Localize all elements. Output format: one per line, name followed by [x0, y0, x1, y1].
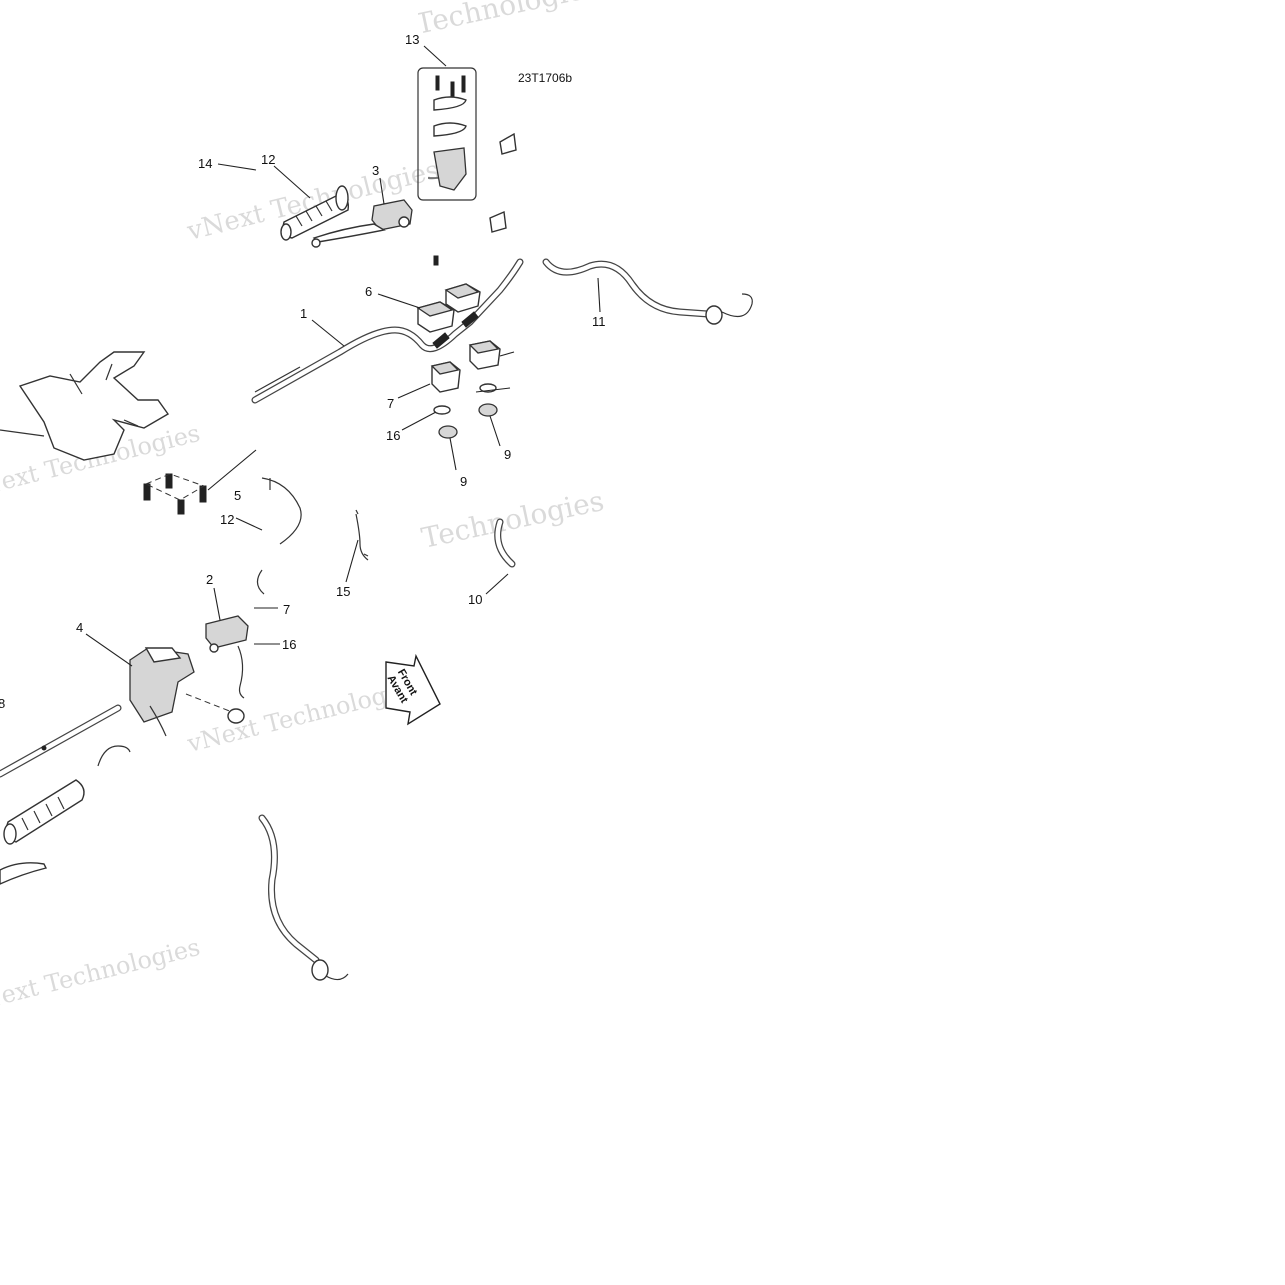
- callout-10: 10: [468, 592, 482, 607]
- lever-assembly-part-2: [205, 615, 249, 699]
- knurled-section-left: [432, 311, 479, 349]
- callout-2: 2: [206, 572, 213, 587]
- watermarks: Technologies vNext Technologies vNext Te…: [0, 0, 607, 1018]
- callout-1: 1: [300, 306, 307, 321]
- callout-7: 7: [387, 396, 394, 411]
- handlebar-lower-tube: [0, 704, 131, 778]
- leader-lines: [85, 45, 601, 667]
- riser-part-7: [430, 340, 501, 393]
- mount-bracket: [0, 351, 170, 461]
- callout-5: 5: [234, 488, 241, 503]
- grip-ribs-lower: [21, 796, 65, 831]
- front-direction-arrow: Front Avant: [384, 653, 441, 726]
- cable-part-10: [494, 518, 516, 568]
- watermark-bottom: vNext Technologies: [0, 933, 203, 1018]
- switch-housing-part-4: [129, 647, 245, 737]
- callout-9-left: 9: [460, 474, 467, 489]
- grip-part-12-lower: [0, 779, 85, 885]
- callout-12: 12: [261, 152, 275, 167]
- diagram-reference-code: 23T1706b: [518, 71, 572, 85]
- callout-8: 8: [0, 696, 5, 711]
- callout-7-lower: 7: [283, 602, 290, 617]
- callout-14: 14: [198, 156, 212, 171]
- watermark-middle: Technologies: [419, 484, 607, 555]
- callout-4: 4: [76, 620, 83, 635]
- harness-part-11: [542, 258, 753, 325]
- callout-labels: 13 14 12 3 6 1 11 7 16 9 9 5 12 15 10 2 …: [0, 32, 606, 711]
- wire-part-15: [355, 509, 369, 561]
- handlebar-part-1: [251, 258, 524, 404]
- upper-clamp-part-6: [416, 255, 481, 333]
- callout-9-right: 9: [504, 447, 511, 462]
- grip-part-12-upper: [280, 185, 350, 241]
- lower-cable: [258, 814, 349, 981]
- callout-6: 6: [365, 284, 372, 299]
- nuts-part-9: [438, 403, 498, 439]
- callout-16: 16: [386, 428, 400, 443]
- callout-12-lower: 12: [220, 512, 234, 527]
- throttle-cable: [256, 477, 302, 595]
- callout-13: 13: [405, 32, 419, 47]
- bolts-part-5: [143, 473, 207, 515]
- kit-box-part-13: [417, 67, 477, 201]
- callout-11: 11: [592, 314, 606, 329]
- lever-assembly-part-3: [311, 199, 413, 248]
- right-fragments: [489, 132, 517, 233]
- crop-mask: [258, 0, 418, 62]
- small-bolt: [433, 255, 439, 266]
- callout-3: 3: [372, 163, 379, 178]
- callout-16-lower: 16: [282, 637, 296, 652]
- callout-15: 15: [336, 584, 350, 599]
